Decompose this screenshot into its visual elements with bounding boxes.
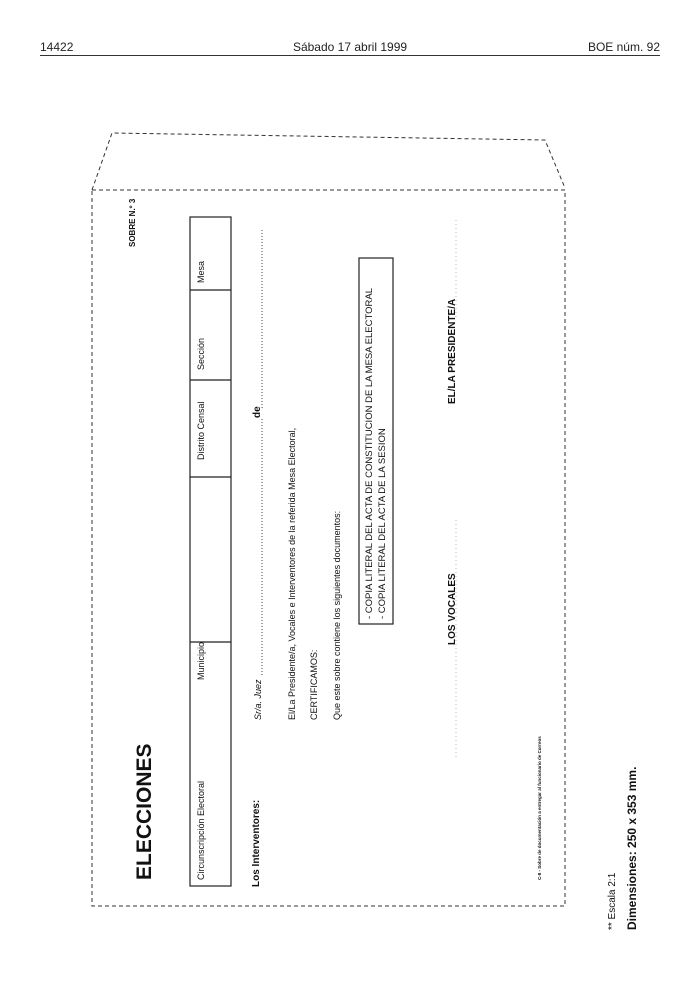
certify-label: CERTIFICAMOS:: [309, 649, 319, 720]
scale-caption: ** Escala 2:1: [607, 872, 618, 930]
documents-box: [358, 257, 394, 625]
contents-intro: Que este sobre contiene los siguientes d…: [332, 510, 342, 720]
presidente-label: EL/LA PRESIDENTE/A: [447, 298, 458, 404]
table-header-circunscripcion: Circunscripción Electoral: [196, 780, 206, 880]
table-header-municipio: Municipio: [196, 641, 206, 680]
table-header-mesa: Mesa: [196, 260, 206, 283]
vocales-label: LOS VOCALES: [447, 573, 458, 645]
header-rule: [40, 55, 660, 56]
addressee-de: de: [252, 406, 263, 418]
envelope-body: [91, 189, 566, 907]
table-header-distrito: Distrito Censal: [196, 401, 206, 460]
interventores-label: Los Interventores:: [251, 799, 262, 887]
table-header-seccion: Sección: [196, 337, 206, 370]
page-number: 14422: [40, 40, 74, 54]
addressee-line: Sr/a. Juez: [253, 679, 263, 720]
sobre-label: SOBRE N.º 3: [128, 198, 137, 247]
envelope-footnote: C-8 - Sobre de documentación a entregar …: [537, 736, 542, 880]
envelope-flap: [91, 132, 566, 191]
journal-number: BOE núm. 92: [587, 40, 660, 54]
issue-date: Sábado 17 abril 1999: [292, 40, 408, 54]
location-table: [189, 216, 232, 887]
document-item-acta-sesion: - COPIA LITERAL DEL ACTA DE LA SESION: [377, 428, 388, 619]
dimensions-caption: Dimensiones: 250 x 353 mm.: [625, 766, 639, 930]
elections-title: ELECCIONES: [133, 743, 156, 880]
document-item-acta-constitucion: - COPIA LITERAL DEL ACTA DE CONSTITUCION…: [364, 287, 375, 619]
page-header: 14422 Sábado 17 abril 1999 BOE núm. 92: [40, 40, 660, 54]
certify-intro: El/La Presidente/a, Vocales e Intervento…: [287, 427, 297, 720]
